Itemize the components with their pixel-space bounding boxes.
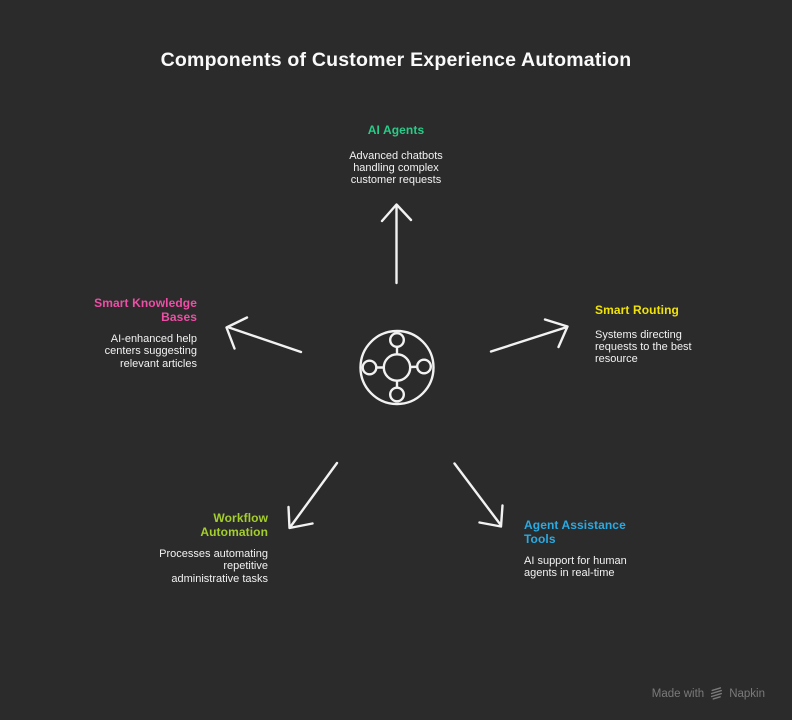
- node-ai-agents-label: AI Agents: [367, 123, 425, 137]
- arrows: [225, 203, 569, 530]
- node-smart-knowledge-bases-label: Smart Knowledge Bases: [94, 296, 197, 324]
- node-workflow-automation: Workflow Automation Processes automating…: [118, 511, 268, 585]
- node-smart-routing-label: Smart Routing: [595, 303, 679, 317]
- node-agent-assistance-tools-description: AI support for human agents in real-time: [524, 555, 627, 580]
- hub-network-icon: [359, 329, 435, 406]
- node-agent-assistance-tools: Agent Assistance Tools AI support for hu…: [524, 518, 669, 580]
- page-title: Components of Customer Experience Automa…: [160, 49, 632, 71]
- node-workflow-automation-description: Processes automating repetitive administ…: [159, 548, 268, 585]
- node-smart-knowledge-bases-description: AI-enhanced help centers suggesting rele…: [104, 333, 197, 370]
- node-ai-agents-description: Advanced chatbots handling complex custo…: [349, 149, 443, 187]
- arrow-upper-right: [489, 318, 569, 353]
- node-workflow-automation-label: Workflow Automation: [200, 511, 268, 539]
- node-smart-routing-description: Systems directing requests to the best r…: [595, 328, 692, 366]
- arrow-lower-right: [453, 462, 504, 528]
- node-smart-knowledge-bases: Smart Knowledge Bases AI-enhanced help c…: [57, 296, 197, 370]
- arrow-lower-left: [287, 461, 339, 530]
- node-ai-agents: AI Agents Advanced chatbots handling com…: [296, 123, 496, 187]
- arrow-upper-left: [225, 316, 303, 354]
- arrow-up: [380, 203, 413, 285]
- napkin-logo-icon: [711, 687, 723, 700]
- watermark[interactable]: Made with Napkin: [652, 686, 765, 701]
- watermark-prefix: Made with: [651, 687, 705, 700]
- node-smart-routing: Smart Routing Systems directing requests…: [595, 303, 725, 366]
- watermark-brand: Napkin: [729, 687, 765, 700]
- node-agent-assistance-tools-label: Agent Assistance Tools: [524, 518, 626, 546]
